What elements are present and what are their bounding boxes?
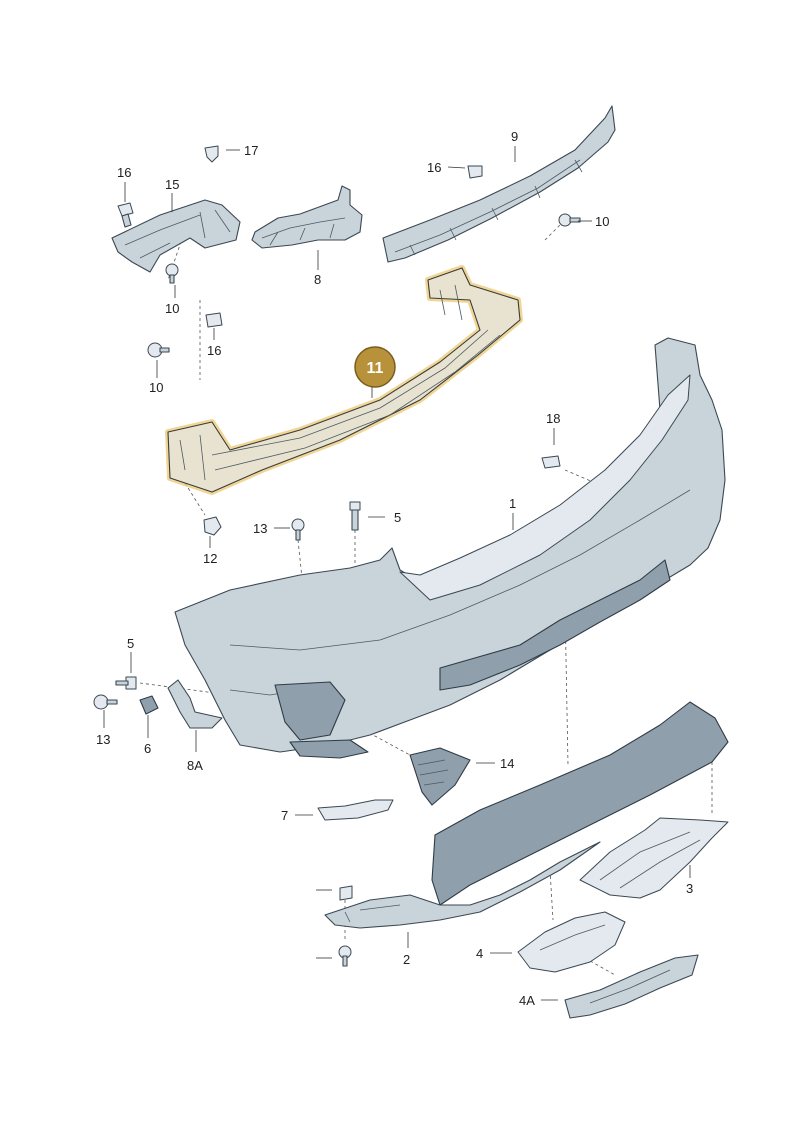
callout-7[interactable]: 7 xyxy=(281,808,288,823)
callout-10-right[interactable]: 10 xyxy=(595,214,609,229)
callout-4a[interactable]: 4A xyxy=(519,993,535,1008)
callout-11: 11 xyxy=(367,360,384,377)
callout-1[interactable]: 1 xyxy=(509,496,516,511)
callout-9[interactable]: 9 xyxy=(511,129,518,144)
callout-14[interactable]: 14 xyxy=(500,756,514,771)
callout-18[interactable]: 18 xyxy=(546,411,560,426)
side-panel-3 xyxy=(579,817,729,899)
clip-16-right xyxy=(467,165,483,179)
clip-2-top xyxy=(339,885,353,901)
callout-17[interactable]: 17 xyxy=(244,143,258,158)
callout-labels: 17 16 15 10 16 10 8 9 16 10 18 1 5 13 12… xyxy=(96,129,693,1008)
reflector-bracket-8a xyxy=(167,679,223,729)
screw-13-top xyxy=(291,518,305,541)
callout-4[interactable]: 4 xyxy=(476,946,483,961)
clip-17 xyxy=(204,145,219,163)
callout-13-left[interactable]: 13 xyxy=(96,732,110,747)
bolt-5-left xyxy=(115,676,137,690)
callout-16-left[interactable]: 16 xyxy=(117,165,131,180)
side-bracket-left xyxy=(111,199,241,273)
screw-10-right xyxy=(558,213,581,227)
callout-3[interactable]: 3 xyxy=(686,881,693,896)
bumper-cover-1 xyxy=(174,337,726,759)
callout-10-left-lower[interactable]: 10 xyxy=(149,380,163,395)
screw-10-left-lower xyxy=(147,342,170,358)
trim-strip-7 xyxy=(317,799,394,821)
heat-shield-4a xyxy=(564,954,699,1019)
bolt-head-16-left xyxy=(117,202,134,228)
screw-13-left xyxy=(93,694,118,710)
nut-12 xyxy=(203,516,222,536)
bracket-8 xyxy=(251,185,363,249)
callout-5-top[interactable]: 5 xyxy=(394,510,401,525)
callout-11-badge[interactable]: 11 xyxy=(354,346,396,388)
lower-diffuser-2 xyxy=(324,701,729,929)
grille-insert-14 xyxy=(409,747,471,806)
heat-shield-4 xyxy=(517,911,626,973)
callout-5-left[interactable]: 5 xyxy=(127,636,134,651)
bolt-5-top xyxy=(349,501,361,531)
callout-2[interactable]: 2 xyxy=(403,952,410,967)
callout-8[interactable]: 8 xyxy=(314,272,321,287)
callout-10-left-upper[interactable]: 10 xyxy=(165,301,179,316)
screw-2-bottom xyxy=(338,945,352,967)
callout-6[interactable]: 6 xyxy=(144,741,151,756)
callout-8a[interactable]: 8A xyxy=(187,758,203,773)
screw-10-left-upper xyxy=(165,263,179,284)
clip-6 xyxy=(139,695,159,715)
leader-lines xyxy=(103,146,691,1001)
callout-13-top[interactable]: 13 xyxy=(253,521,267,536)
callout-16-mid[interactable]: 16 xyxy=(207,343,221,358)
callout-16-right[interactable]: 16 xyxy=(427,160,441,175)
clip-16-mid xyxy=(205,312,223,328)
callout-12[interactable]: 12 xyxy=(203,551,217,566)
bumper-beam-11 xyxy=(165,265,523,495)
callout-15[interactable]: 15 xyxy=(165,177,179,192)
guide-strip-9 xyxy=(382,105,616,263)
